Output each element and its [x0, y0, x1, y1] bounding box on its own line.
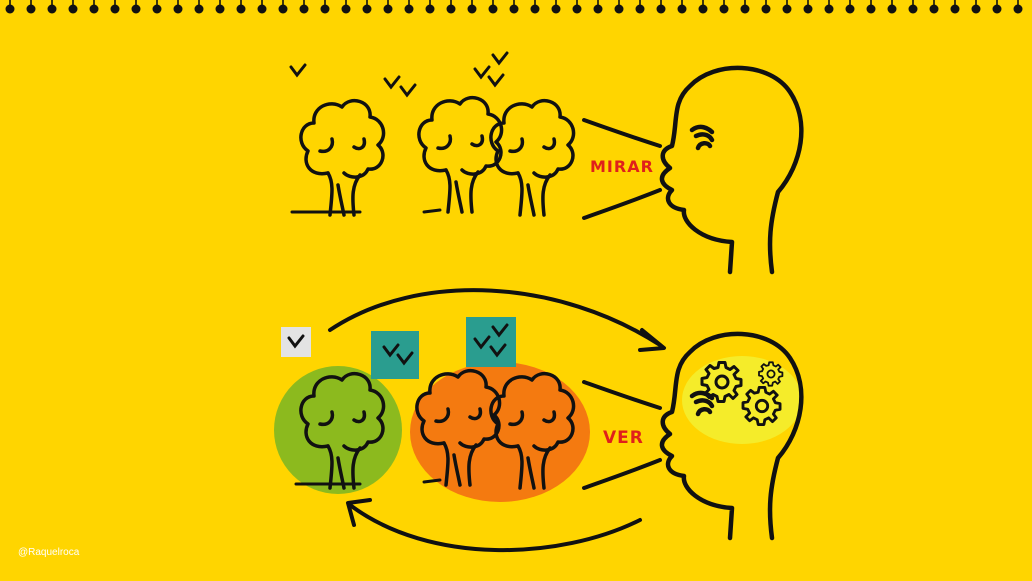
binding-dot	[5, 4, 15, 14]
binding-dot	[887, 4, 897, 14]
binding-dot	[614, 4, 624, 14]
ver-label: VER	[603, 428, 644, 448]
binding-dot	[467, 4, 477, 14]
author-credit: @Raquelroca	[18, 547, 80, 558]
binding-dot	[845, 4, 855, 14]
binding-dot	[740, 4, 750, 14]
bird-icon	[491, 51, 509, 65]
bird-icon	[473, 65, 491, 79]
bird-icon	[289, 63, 307, 77]
binding-dot	[215, 4, 225, 14]
binding-dot	[131, 4, 141, 14]
binding-dot	[425, 4, 435, 14]
binding-dot	[803, 4, 813, 14]
bottom-scene	[274, 288, 802, 552]
sight-line	[582, 458, 662, 490]
sight-line	[582, 118, 662, 148]
binding-dot	[677, 4, 687, 14]
binding-dot	[362, 4, 372, 14]
binding-dot	[194, 4, 204, 14]
spiral-binding-dots	[5, 0, 1023, 14]
binding-dot	[824, 4, 834, 14]
binding-dot	[782, 4, 792, 14]
arrow-to-trees	[348, 503, 642, 552]
binding-dot	[257, 4, 267, 14]
binding-dot	[761, 4, 771, 14]
top-scene	[289, 51, 801, 272]
bird-icon	[487, 73, 505, 87]
binding-dot	[971, 4, 981, 14]
binding-dot	[656, 4, 666, 14]
tree-icon	[299, 98, 386, 217]
binding-dot	[635, 4, 645, 14]
binding-dot	[26, 4, 36, 14]
binding-dot	[719, 4, 729, 14]
tree-icon	[417, 95, 504, 214]
binding-dot	[383, 4, 393, 14]
binding-dot	[236, 4, 246, 14]
binding-dot	[278, 4, 288, 14]
binding-dot	[47, 4, 57, 14]
binding-dot	[404, 4, 414, 14]
mirar-label: MIRAR	[590, 157, 654, 176]
binding-dot	[341, 4, 351, 14]
binding-dot	[509, 4, 519, 14]
grey-bird-square	[281, 327, 311, 357]
binding-dot	[320, 4, 330, 14]
binding-dot	[299, 4, 309, 14]
binding-dot	[1013, 4, 1023, 14]
bird-icon	[383, 75, 401, 89]
head-profile-icon	[662, 68, 801, 272]
binding-dot	[89, 4, 99, 14]
binding-dot	[488, 4, 498, 14]
bird-icon	[399, 83, 417, 97]
binding-dot	[173, 4, 183, 14]
sight-line	[582, 380, 662, 410]
binding-dot	[929, 4, 939, 14]
binding-dot	[446, 4, 456, 14]
binding-dot	[908, 4, 918, 14]
binding-dot	[950, 4, 960, 14]
binding-dot	[572, 4, 582, 14]
binding-dot	[593, 4, 603, 14]
binding-dot	[551, 4, 561, 14]
teal-bird-square	[466, 317, 516, 367]
arrow-to-head	[328, 288, 662, 347]
tree-icon	[489, 98, 576, 217]
binding-dot	[68, 4, 78, 14]
sight-line	[582, 188, 662, 220]
binding-dot	[110, 4, 120, 14]
binding-dot	[992, 4, 1002, 14]
binding-dot	[530, 4, 540, 14]
binding-dot	[698, 4, 708, 14]
binding-dot	[866, 4, 876, 14]
binding-dot	[152, 4, 162, 14]
